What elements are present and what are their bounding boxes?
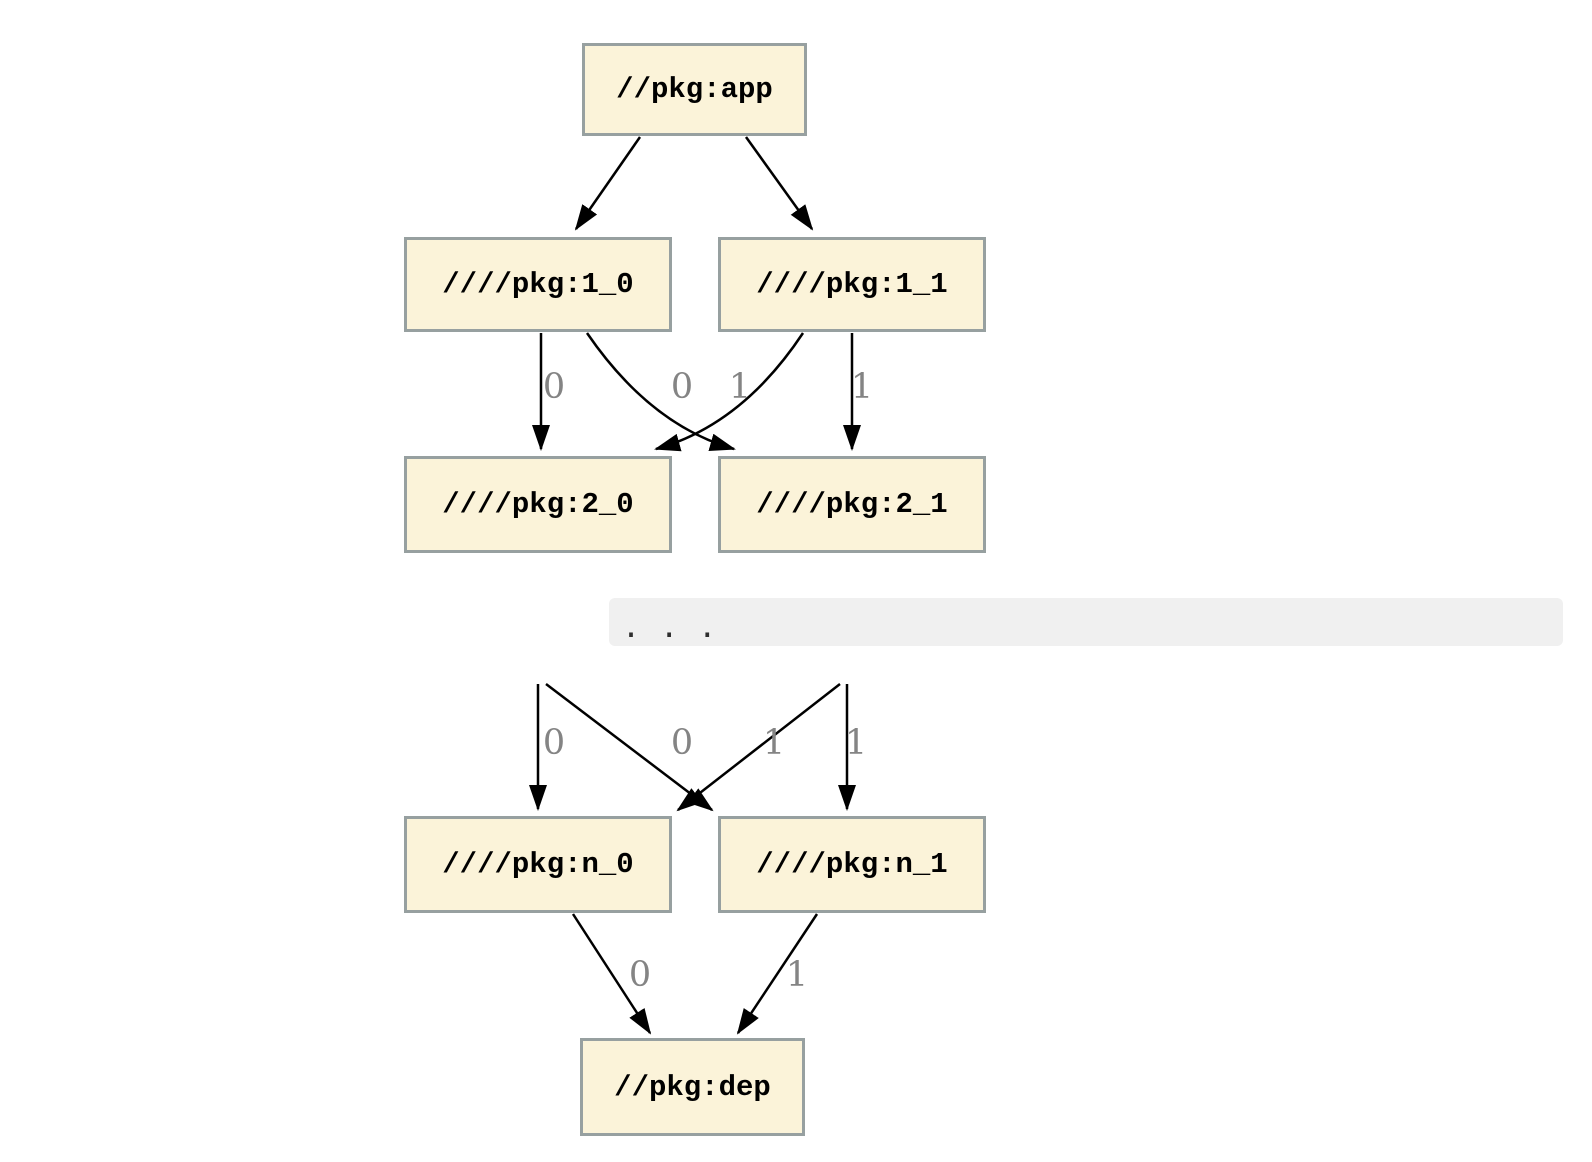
edge-label: 0 xyxy=(629,955,651,995)
node-label: //pkg:app xyxy=(616,73,773,106)
node-label: //pkg:dep xyxy=(614,1070,771,1104)
edge-n_1-to-dep xyxy=(736,913,819,1035)
node-pkg-n_1: ////pkg:n_1 xyxy=(718,816,986,913)
ellipsis-label: . . . xyxy=(622,609,718,645)
node-label: ////pkg:1_1 xyxy=(756,268,948,301)
node-label: ////pkg:n_1 xyxy=(756,848,948,881)
node-pkg-n_0: ////pkg:n_0 xyxy=(404,816,672,913)
edge-label: 0 xyxy=(671,723,693,763)
node-pkg-2_1: ////pkg:2_1 xyxy=(718,456,986,553)
node-label: ////pkg:2_0 xyxy=(442,488,634,521)
ellipsis-band: . . . xyxy=(609,598,1563,646)
edge-label: 0 xyxy=(671,367,693,407)
node-pkg-1_0: ////pkg:1_0 xyxy=(404,237,672,332)
edge-label: 1 xyxy=(763,723,785,763)
edge-label: 1 xyxy=(786,955,808,995)
node-label: ////pkg:2_1 xyxy=(756,488,948,521)
edge-label: 1 xyxy=(845,723,867,763)
edge-1_1-to-2_0 xyxy=(654,332,805,452)
edge-app-to-1_0 xyxy=(574,136,642,231)
node-label: ////pkg:n_0 xyxy=(442,848,634,881)
edge-label: 1 xyxy=(851,367,873,407)
edge-app-to-1_1 xyxy=(744,136,814,231)
edge-label: 0 xyxy=(543,723,565,763)
edge-1_0-to-2_1 xyxy=(585,332,736,452)
edge-label: 1 xyxy=(729,367,751,407)
node-label: ////pkg:1_0 xyxy=(442,268,634,301)
node-pkg-dep: //pkg:dep xyxy=(580,1038,805,1136)
edge-label: 0 xyxy=(543,367,565,407)
edge-n_0-to-dep xyxy=(571,913,652,1035)
node-pkg-1_1: ////pkg:1_1 xyxy=(718,237,986,332)
node-pkg-app: //pkg:app xyxy=(582,43,807,136)
edge-right-to-n_0 xyxy=(676,683,841,812)
node-pkg-2_0: ////pkg:2_0 xyxy=(404,456,672,553)
